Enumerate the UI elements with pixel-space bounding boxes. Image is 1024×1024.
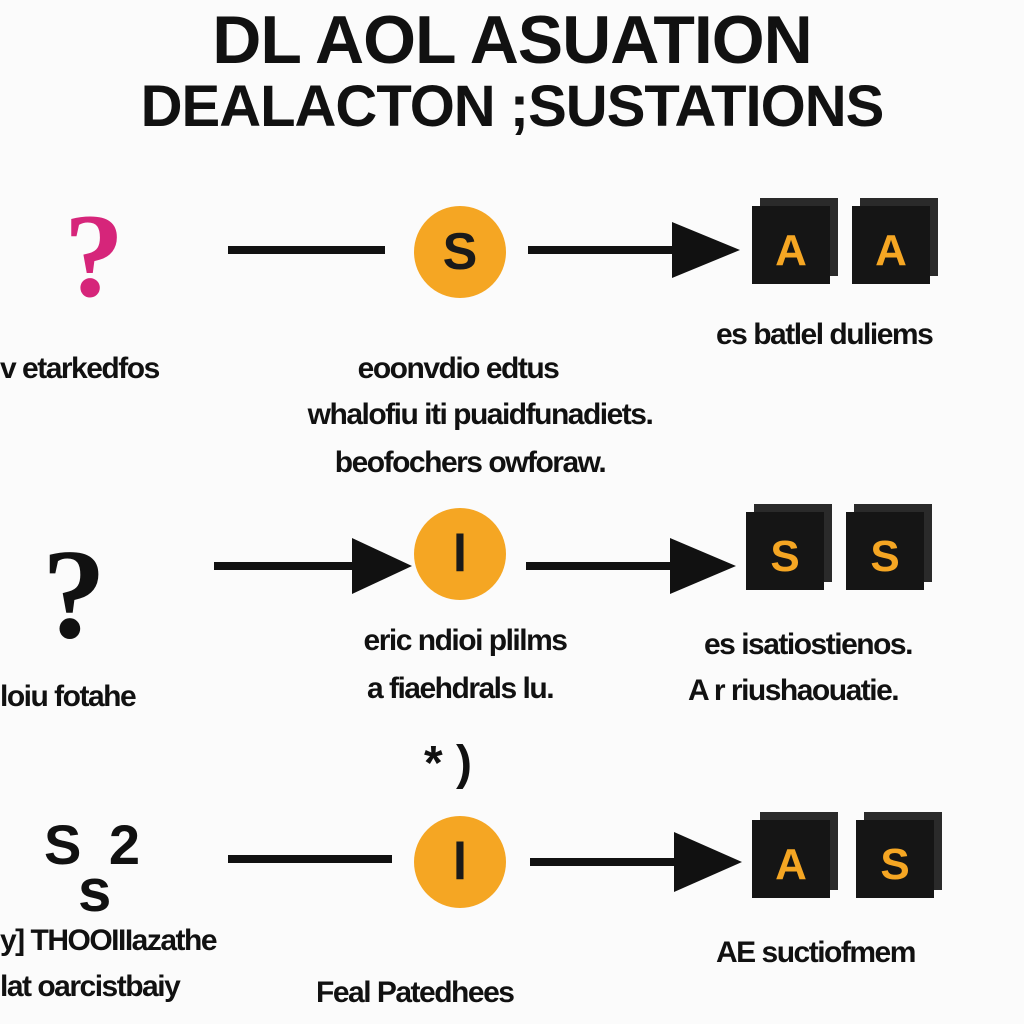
question-mark-icon: ? [64,189,124,322]
arrow-head [352,538,412,594]
row-3-left-label-line-1: y] THOOIIIazathe [0,924,218,957]
step-circle: l [414,816,506,908]
row-1-middle-label-line-3: beofochers owforaw. [334,446,607,479]
box-letter: S [870,532,900,581]
result-box: A [752,820,830,898]
box-letter: S [880,840,910,889]
row-2-left-label: loiu fotahe [0,680,137,713]
question-mark-icon: ? [42,523,106,665]
row-3-right-label: AE suctiofmem [716,936,916,969]
row-1-right-label: es batlel duliems [716,318,934,351]
result-box: A [752,206,830,284]
box-letter: A [775,840,807,889]
row-3-middle-label: Feal Patedhees [316,976,515,1009]
result-box: A [852,206,930,284]
s-sub-symbol: s [78,857,112,924]
result-box: S [746,512,824,590]
arrow-head [670,538,736,594]
arrow-head [672,222,740,278]
s2-symbol: S 2 [44,813,147,876]
step-circle: l [414,508,506,600]
row-2-right-label-line-2: A r riushaouatie. [688,674,900,707]
box-letter: A [775,226,807,275]
row-2-middle-label-line-2: a fiaehdrals lu. [366,672,555,705]
row-1-middle-label-line-2: whalofiu iti puaidfunadiets. [307,398,654,431]
row-1-middle-label-line-1: eoonvdio edtus [357,352,560,385]
row-2-middle-label-line-1: eric ndioi plilms [363,624,568,657]
title-line-2: DEALACTON ;SUSTATIONS [140,74,885,139]
step-circle: S [414,206,506,298]
above-circle-mark: * ) [424,737,472,790]
result-box: S [846,512,924,590]
arrow-head [674,832,742,892]
title-line-1: DL AOL ASUATION [212,2,813,78]
box-letter: S [770,532,800,581]
row-2-right-label-line-1: es isatiostienos. [704,628,913,661]
result-box: S [856,820,934,898]
row-1-left-label: v etarkedfos [0,352,160,385]
row-3-left-label-line-2: lat oarcistbaiy [0,970,181,1003]
box-letter: A [875,226,907,275]
